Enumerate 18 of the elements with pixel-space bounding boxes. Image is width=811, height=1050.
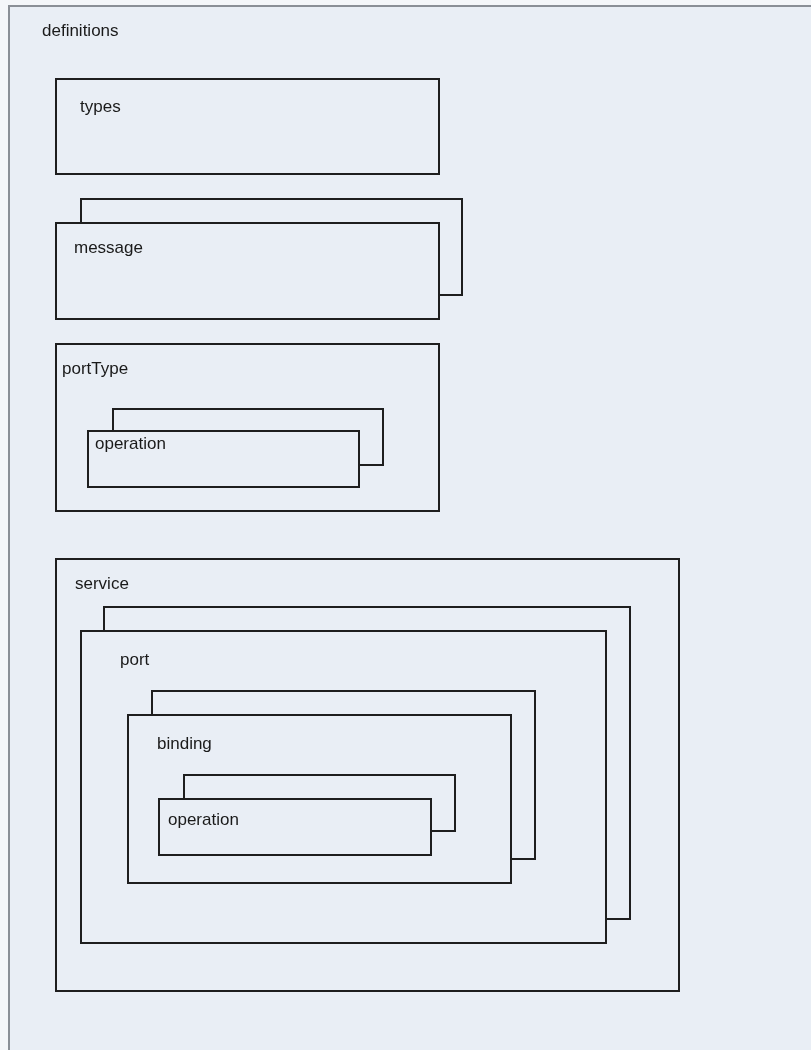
element-box xyxy=(55,78,440,175)
stacked-boxes xyxy=(55,198,463,320)
element-box xyxy=(55,343,440,512)
element-name: operation xyxy=(168,810,239,831)
stacked-boxes xyxy=(87,408,384,488)
element-name: types xyxy=(80,97,121,118)
element-name: operation xyxy=(95,434,166,455)
element-name: port xyxy=(120,650,150,671)
element-name: binding xyxy=(157,734,212,755)
element-name: service xyxy=(75,574,129,595)
element-name: definitions xyxy=(42,21,119,42)
element-name: portType xyxy=(62,359,129,380)
element-box xyxy=(55,558,680,992)
stacked-boxes xyxy=(80,606,631,944)
element-name: message xyxy=(74,238,143,259)
container-frame xyxy=(8,5,811,1050)
stacked-boxes xyxy=(127,690,536,884)
stacked-boxes xyxy=(158,774,456,856)
